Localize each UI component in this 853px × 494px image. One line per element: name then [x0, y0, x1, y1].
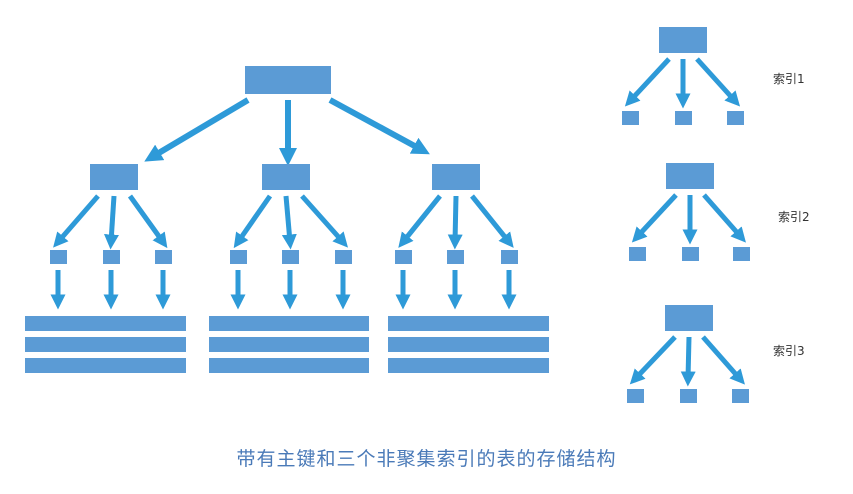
- leaf-node: [230, 250, 247, 264]
- arrow: [447, 195, 463, 250]
- arrow: [702, 193, 746, 243]
- arrow: [127, 194, 168, 249]
- data-row: [388, 358, 549, 373]
- index-label-1: 索引1: [773, 72, 805, 86]
- diagram-caption: 带有主键和三个非聚集索引的表的存储结构: [236, 448, 617, 470]
- index-root-node: [665, 305, 713, 331]
- internal-node: [432, 164, 480, 190]
- arrow: [680, 336, 696, 387]
- internal-node: [262, 164, 310, 190]
- index-label-2: 索引2: [778, 210, 810, 224]
- arrow: [104, 195, 119, 250]
- arrow: [624, 57, 671, 107]
- arrow: [629, 335, 677, 385]
- index-leaf-node: [733, 247, 750, 261]
- data-row: [25, 316, 186, 331]
- clustered-index-tree: [25, 66, 549, 373]
- arrow: [631, 193, 678, 243]
- leaf-node: [103, 250, 120, 264]
- arrow: [328, 97, 430, 155]
- arrow: [398, 194, 442, 248]
- nonclustered-index-trees: [622, 27, 750, 403]
- index-leaf-node: [680, 389, 697, 403]
- root-node: [245, 66, 331, 94]
- data-row: [209, 316, 369, 331]
- leaf-node: [395, 250, 412, 264]
- leaf-node: [447, 250, 464, 264]
- arrow: [300, 194, 348, 248]
- leaf-node: [50, 250, 67, 264]
- index-leaf-node: [629, 247, 646, 261]
- index-leaf-node: [675, 111, 692, 125]
- index-root-node: [659, 27, 707, 53]
- index-leaf-node: [627, 389, 644, 403]
- leaf-node: [335, 250, 352, 264]
- arrow: [281, 195, 297, 250]
- arrow: [53, 194, 100, 248]
- internal-node: [90, 164, 138, 190]
- arrow: [144, 97, 250, 162]
- data-row: [209, 358, 369, 373]
- leaf-node: [501, 250, 518, 264]
- leaf-node: [155, 250, 172, 264]
- data-row: [388, 337, 549, 352]
- index-leaf-node: [682, 247, 699, 261]
- index-leaf-node: [622, 111, 639, 125]
- index-leaf-node: [727, 111, 744, 125]
- arrow: [470, 194, 514, 248]
- data-row: [209, 337, 369, 352]
- index-label-3: 索引3: [773, 344, 805, 358]
- leaf-node: [282, 250, 299, 264]
- arrow: [695, 57, 741, 107]
- index-leaf-node: [732, 389, 749, 403]
- data-row: [25, 358, 186, 373]
- arrow: [233, 194, 273, 249]
- arrow: [701, 335, 745, 385]
- data-row: [388, 316, 549, 331]
- data-row: [25, 337, 186, 352]
- index-root-node: [666, 163, 714, 189]
